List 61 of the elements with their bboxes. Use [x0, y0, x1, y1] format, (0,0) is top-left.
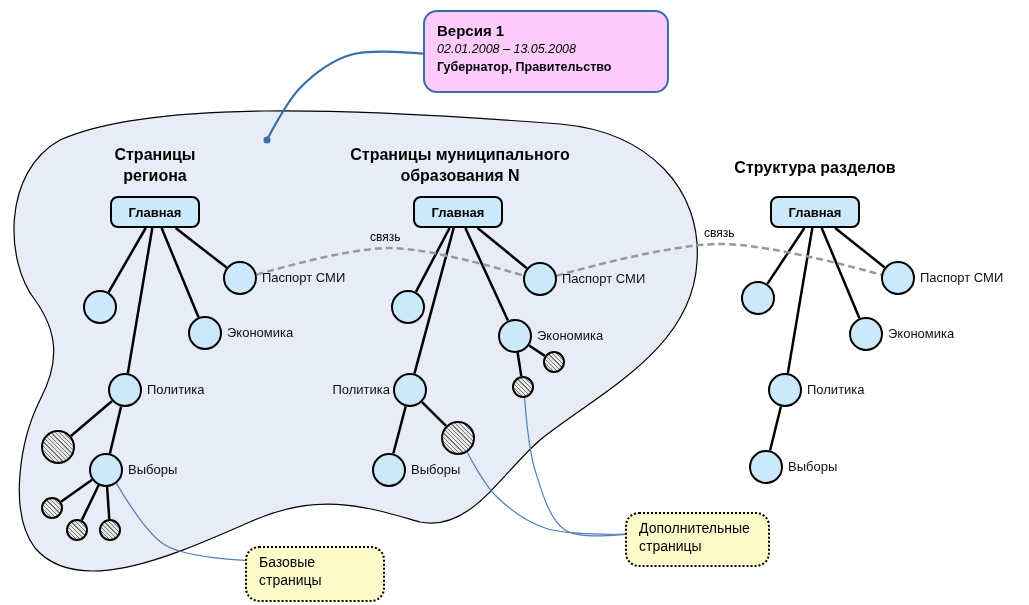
page-label: Паспорт СМИ — [262, 270, 346, 285]
note-text: Дополнительные страницы — [639, 520, 751, 555]
connector-line — [160, 227, 200, 318]
page-label: Выборы — [788, 459, 838, 474]
page-label: Паспорт СМИ — [562, 271, 646, 286]
connector-line — [786, 227, 814, 374]
connector-line — [413, 227, 455, 374]
page-box: Главная — [413, 196, 503, 228]
connector-line — [516, 352, 523, 377]
page-label: Экономика — [227, 325, 294, 340]
version-title: Версия 1 — [437, 21, 506, 41]
section-heading: Страницы региона — [113, 145, 197, 186]
edge-label: связь — [704, 226, 735, 240]
link-line — [256, 246, 524, 277]
leader-line — [466, 451, 626, 535]
section-heading: Структура разделов — [733, 158, 897, 178]
page-label: Политика — [147, 382, 205, 397]
page-label: Политика — [332, 382, 390, 397]
link-line — [556, 242, 882, 277]
connector-line — [105, 486, 111, 520]
connector-line — [107, 227, 147, 293]
page-box: Главная — [770, 196, 860, 228]
page-label: Политика — [807, 382, 865, 397]
date-range: 02.01.2008 – 13.05.2008 — [437, 41, 578, 58]
section-heading: Страницы муниципального образования N — [349, 145, 571, 186]
page-label: Экономика — [888, 326, 955, 341]
connector-line — [421, 401, 447, 427]
leader-line — [263, 50, 424, 144]
connector-line — [80, 484, 100, 521]
page-circle — [849, 317, 883, 351]
note-callout — [245, 546, 385, 602]
connector-line — [834, 227, 886, 269]
page-label: Экономика — [537, 328, 604, 343]
page-circle — [749, 450, 783, 484]
connector-line — [820, 227, 861, 319]
page-circle — [741, 281, 775, 315]
connector-line — [108, 406, 123, 454]
connector-line — [414, 227, 451, 293]
connector-line — [126, 227, 154, 374]
page-box: Главная — [110, 196, 200, 228]
connector-line — [70, 400, 113, 437]
connector-line — [174, 227, 228, 269]
page-label: Паспорт СМИ — [920, 270, 1004, 285]
connector-line — [464, 227, 510, 322]
page-label: Выборы — [128, 462, 178, 477]
connector-line — [392, 406, 407, 454]
connector-line — [528, 344, 546, 357]
page-circle — [881, 261, 915, 295]
connector-line — [768, 406, 783, 451]
connector-line — [476, 227, 528, 270]
page-circle — [768, 373, 802, 407]
note-callout — [625, 512, 770, 567]
leader-line — [523, 397, 626, 537]
connector-line — [766, 227, 806, 285]
note-text: Базовые страницы — [259, 554, 323, 589]
version-callout — [423, 10, 669, 93]
connector-line — [60, 478, 93, 503]
edge-label: связь — [370, 230, 401, 244]
leader-line — [115, 482, 246, 562]
page-label: Выборы — [411, 462, 461, 477]
audience-text: Губернатор, Правительство — [437, 58, 613, 76]
